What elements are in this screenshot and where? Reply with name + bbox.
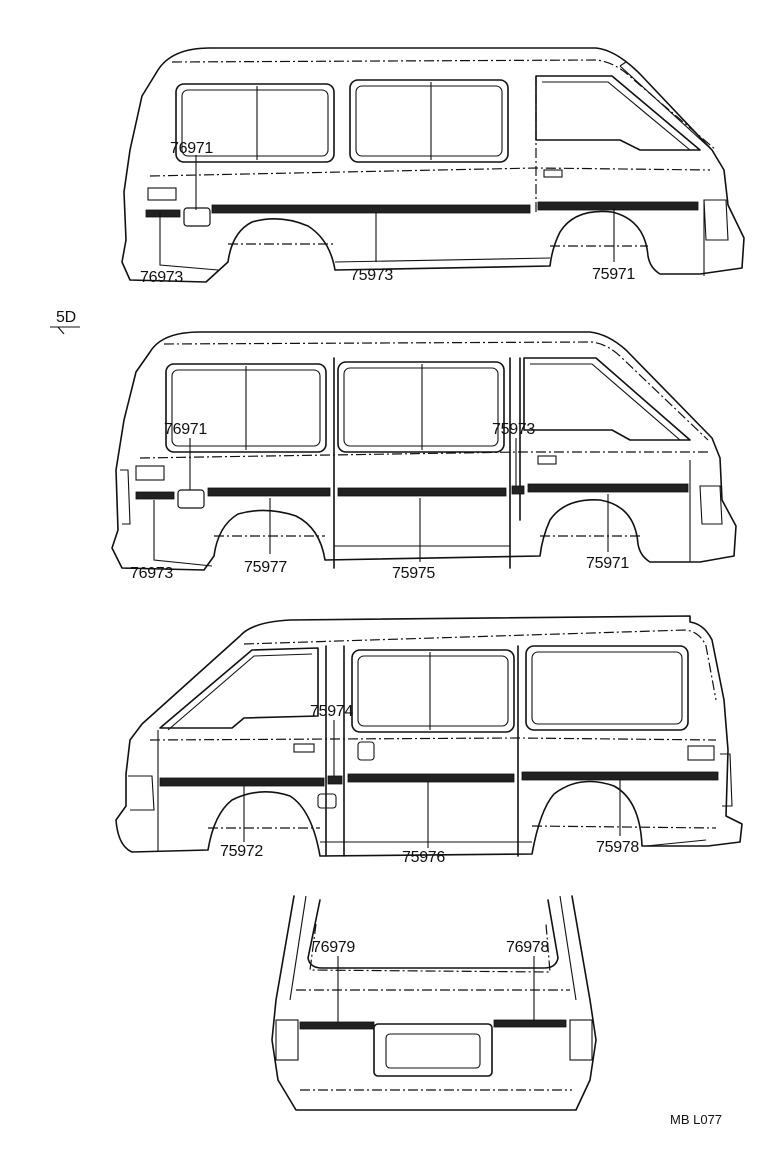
v1-window-mid-inner (355, 85, 503, 157)
v1-door-handle (543, 169, 563, 178)
v1-window-front-inner (542, 81, 691, 151)
v4-window-seal (309, 923, 551, 973)
v1-stripe-side (211, 204, 531, 214)
v1-rocker (334, 257, 551, 263)
v4-pillar-left (289, 895, 307, 1001)
v1-fuel-lid (147, 187, 177, 201)
v2-window-mid-inner (343, 367, 499, 447)
v2-roof-line (163, 341, 709, 441)
v1-label-76971: 76971 (170, 140, 213, 157)
v3-body-outline (115, 615, 743, 857)
v4-body-outline (271, 895, 597, 1111)
v1-body-outline (121, 47, 745, 283)
v4-label-76978: 76978 (506, 939, 549, 956)
v3-label-75978: 75978 (596, 839, 639, 856)
v4-stripe-right (493, 1019, 567, 1028)
v2-fuel-lid (135, 465, 165, 481)
v3-door-handle (293, 743, 315, 753)
view-middle-left-side: 76971 75973 76973 75977 75975 75971 (111, 331, 737, 582)
v3-stripe-rear (521, 771, 719, 781)
v1-window-front (535, 75, 701, 151)
variant-label: 5D (56, 309, 76, 326)
v1-roof-line (171, 59, 717, 151)
v1-window-mid (349, 79, 509, 163)
v1-stripe-rear-block (183, 207, 211, 227)
v3-belt-line (149, 737, 717, 741)
v1-pillar-front (619, 61, 713, 151)
v2-label-76973: 76973 (130, 565, 173, 582)
v3-rear-lamp (720, 753, 733, 807)
v1-leader-76973 (159, 212, 219, 271)
v4-plate-recess (373, 1023, 493, 1077)
v2-belt-line (139, 451, 710, 459)
v2-stripe-front (527, 483, 689, 493)
v1-stripe-rear-corner (145, 209, 181, 218)
v2-label-75973: 75973 (492, 421, 535, 438)
v2-stripe-rear-corner (135, 491, 175, 500)
v3-window-mid (351, 649, 515, 733)
v1-front-lamp (703, 199, 729, 241)
v3-label-75976: 75976 (402, 849, 445, 866)
v3-window-rear-inner (531, 651, 683, 725)
v3-label-75974: 75974 (310, 703, 353, 720)
view-upper-left-side: 76971 76973 75973 75971 (121, 47, 745, 286)
v1-lower-trim (228, 243, 648, 247)
v2-leader-76973 (153, 500, 213, 567)
v1-label-75971: 75971 (592, 266, 635, 283)
variant-marker: 5D (50, 309, 80, 335)
v4-label-76979: 76979 (312, 939, 355, 956)
v3-fuel-lid (687, 745, 715, 761)
footer-code: MB L077 (670, 1112, 722, 1127)
v2-window-front (523, 357, 691, 441)
v2-stripe-pillar (511, 485, 525, 495)
v1-label-76973: 76973 (140, 269, 183, 286)
v2-label-75971: 75971 (586, 555, 629, 572)
v3-stripe-front (159, 777, 325, 787)
v4-rear-window (307, 899, 559, 969)
v2-stripe-side-rear (207, 487, 331, 497)
v3-lower-trim (208, 825, 717, 829)
v2-front-lamp (699, 485, 723, 525)
v2-body-outline (111, 331, 737, 571)
v2-door-handle (537, 455, 557, 465)
v3-front-lamp (128, 775, 155, 811)
v2-rear-lamp (120, 469, 131, 525)
v4-pillar-right (559, 895, 577, 1001)
v3-side-marker (317, 793, 337, 809)
v4-plate (385, 1033, 481, 1069)
v3-window-front (159, 647, 319, 729)
v3-stripe-pillar (327, 775, 343, 785)
v2-label-75977: 75977 (244, 559, 287, 576)
v3-window-mid-inner (357, 655, 509, 727)
v3-label-75972: 75972 (220, 843, 263, 860)
v4-lamp-left (275, 1019, 299, 1061)
v1-belt-line (149, 167, 711, 177)
v3-roof-line (243, 629, 717, 701)
v1-window-rear-inner (181, 89, 329, 157)
v4-stripe-left (299, 1021, 375, 1030)
v2-window-mid (337, 361, 505, 453)
v2-label-76971: 76971 (164, 421, 207, 438)
v3-stripe-slide-door (347, 773, 515, 783)
v2-stripe-rear-block (177, 489, 205, 509)
v3-window-rear (525, 645, 689, 731)
v4-lamp-right (569, 1019, 593, 1061)
v3-window-front-inner (167, 653, 313, 731)
v1-label-75973: 75973 (350, 267, 393, 284)
view-rear: 76979 76978 (271, 895, 597, 1111)
v3-slide-handle (357, 741, 375, 761)
v3-leader-75978 (619, 780, 707, 847)
v2-stripe-slide-door (337, 487, 507, 497)
view-right-side: 75974 75972 75976 75978 (115, 615, 743, 866)
v1-window-rear (175, 83, 335, 163)
v1-stripe-front (537, 201, 699, 211)
v2-window-front-inner (530, 363, 681, 441)
variant-tick (57, 326, 65, 335)
v2-label-75975: 75975 (392, 565, 435, 582)
v2-window-rear (165, 363, 327, 453)
